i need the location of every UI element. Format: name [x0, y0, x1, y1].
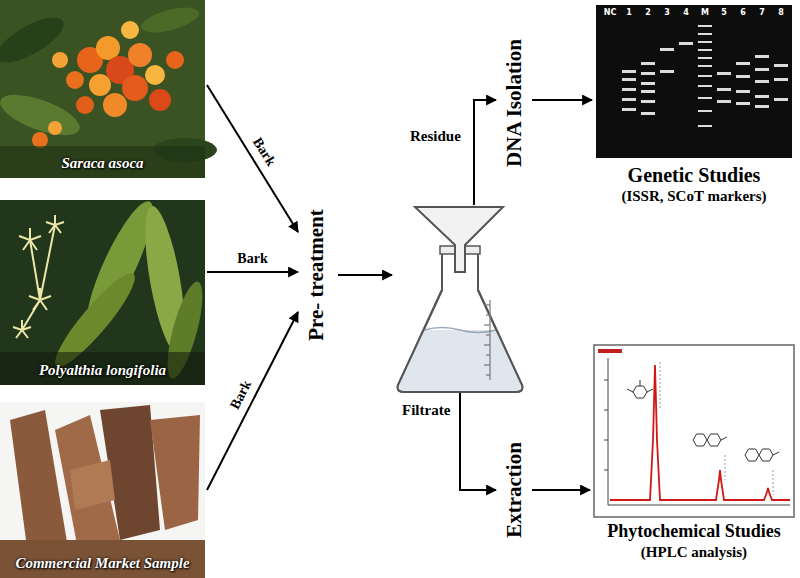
leaf-photo	[0, 195, 210, 385]
photo-caption: Commercial Market Sample	[0, 555, 205, 572]
lane-label: 4	[683, 8, 689, 17]
edge-label: Bark	[235, 251, 269, 267]
gel-image	[596, 5, 792, 158]
step-label: Pre- treatment	[300, 180, 334, 370]
step-label-text: Extraction	[503, 442, 526, 538]
figure-subtitle: (ISSR, SCoT markers)	[594, 187, 794, 205]
flask	[398, 207, 523, 392]
edge-label: Bark	[226, 376, 256, 414]
figure-title: Phytochemical Studies	[592, 521, 796, 543]
flower-photo	[0, 0, 217, 178]
lane-label: 6	[740, 8, 746, 17]
lane-label: M	[701, 8, 709, 17]
photo-caption: Polyalthia longifolia	[0, 362, 205, 379]
lane-label: 5	[721, 8, 727, 17]
hplc-chart	[594, 345, 794, 517]
photo-card: Saraca asoca	[0, 0, 205, 178]
lane-label: 7	[759, 8, 765, 17]
flow-arrow	[338, 100, 496, 490]
flow-arrow	[207, 271, 298, 273]
step-label-text: DNA Isolation	[503, 39, 526, 167]
lane-label: 2	[645, 8, 651, 17]
step-label: Extraction	[500, 410, 530, 570]
photo-card: Commercial Market Sample	[0, 402, 205, 578]
lane-label: 1	[626, 8, 632, 17]
lane-label: NC	[604, 8, 617, 17]
step-label: DNA Isolation	[500, 15, 530, 190]
figure-panel: Phytochemical Studies(HPLC analysis)	[592, 345, 796, 561]
bark-photo	[0, 402, 205, 578]
flow-arrow	[532, 99, 592, 101]
flow-arrow	[532, 489, 590, 491]
stream-label: Residue	[410, 128, 461, 145]
lane-label: 8	[778, 8, 784, 17]
flow-arrow	[207, 312, 298, 490]
lane-label: 3	[664, 8, 670, 17]
flow-arrow	[207, 85, 298, 232]
figure-panel: Genetic Studies(ISSR, SCoT markers)	[594, 5, 794, 205]
stream-label: Filtrate	[402, 402, 450, 419]
figure-subtitle: (HPLC analysis)	[592, 543, 796, 561]
photo-card: Polyalthia longifolia	[0, 200, 205, 385]
edge-label: Bark	[248, 133, 280, 171]
figure-title: Genetic Studies	[594, 163, 794, 187]
photo-caption: Saraca asoca	[0, 155, 205, 172]
step-label-text: Pre- treatment	[305, 209, 328, 341]
